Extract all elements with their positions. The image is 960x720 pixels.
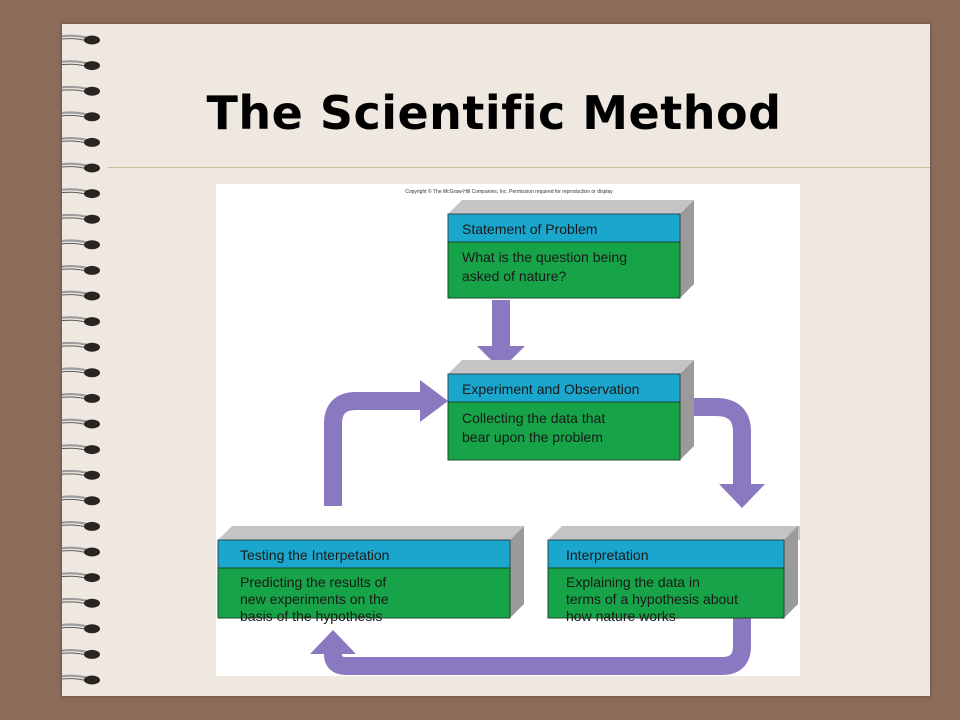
spiral-coil xyxy=(62,367,100,378)
box-text-line: bear upon the problem xyxy=(462,429,603,445)
spiral-coil xyxy=(62,444,100,455)
spiral-coil xyxy=(62,521,100,531)
spiral-coil xyxy=(62,674,100,685)
box-text-line: basis of the hypothesis xyxy=(240,608,382,624)
spiral-coil xyxy=(62,393,100,403)
arrow-experiment-to-interpretation xyxy=(686,398,765,508)
box-text-line: terms of a hypothesis about xyxy=(566,591,738,607)
box-text-line: asked of nature? xyxy=(462,268,567,284)
spiral-coil xyxy=(62,239,100,250)
title-divider xyxy=(108,167,930,168)
spiral-coil xyxy=(62,572,100,583)
spiral-binding xyxy=(62,34,100,685)
spiral-coil xyxy=(62,85,100,96)
arrow-interpretation-to-testing xyxy=(310,616,751,675)
box-interpretation: Interpretation Explaining the data in te… xyxy=(547,526,800,624)
spiral-coil xyxy=(62,341,100,352)
box-text-line: new experiments on the xyxy=(240,591,389,607)
box-text-line: Explaining the data in xyxy=(566,574,700,590)
spiral-coil xyxy=(62,137,100,147)
slide-title: The Scientific Method xyxy=(206,86,782,140)
spiral-coil xyxy=(62,111,100,122)
spiral-coil xyxy=(62,597,100,608)
spiral-coil xyxy=(62,623,100,634)
box-heading: Testing the Interpetation xyxy=(240,547,389,563)
arrow-testing-to-experiment xyxy=(324,380,448,506)
spiral-coil xyxy=(62,316,100,327)
box-text-line: Predicting the results of xyxy=(240,574,386,590)
box-heading: Statement of Problem xyxy=(462,221,597,237)
spiral-coil xyxy=(62,546,100,557)
spiral-coil xyxy=(62,265,100,275)
copyright-notice: Copyright © The McGraw-Hill Companies, I… xyxy=(405,188,613,195)
box-testing-the-interpretation: Testing the Interpetation Predicting the… xyxy=(217,526,524,624)
box-text-line: how nature works xyxy=(566,608,676,624)
spiral-coil xyxy=(62,469,100,480)
spiral-coil xyxy=(62,649,100,659)
spiral-coil xyxy=(62,60,100,71)
box-experiment-and-observation: Experiment and Observation Collecting th… xyxy=(447,360,694,461)
spiral-coil xyxy=(62,290,100,301)
spiral-coil xyxy=(62,162,100,173)
box-text-line: Collecting the data that xyxy=(462,410,605,426)
box-text-line: What is the question being xyxy=(462,249,627,265)
spiral-coil xyxy=(62,495,100,506)
spiral-coil xyxy=(62,418,100,429)
spiral-coil xyxy=(62,188,100,199)
spiral-coil xyxy=(62,213,100,224)
box-heading: Interpretation xyxy=(566,547,649,563)
box-statement-of-problem: Statement of Problem What is the questio… xyxy=(447,200,694,299)
scientific-method-diagram: Copyright © The McGraw-Hill Companies, I… xyxy=(216,184,800,676)
box-heading: Experiment and Observation xyxy=(462,381,639,397)
spiral-coil xyxy=(62,34,100,45)
arrow-problem-to-experiment xyxy=(477,300,525,370)
slide-page: The Scientific Method Copyright © The Mc… xyxy=(62,24,930,696)
